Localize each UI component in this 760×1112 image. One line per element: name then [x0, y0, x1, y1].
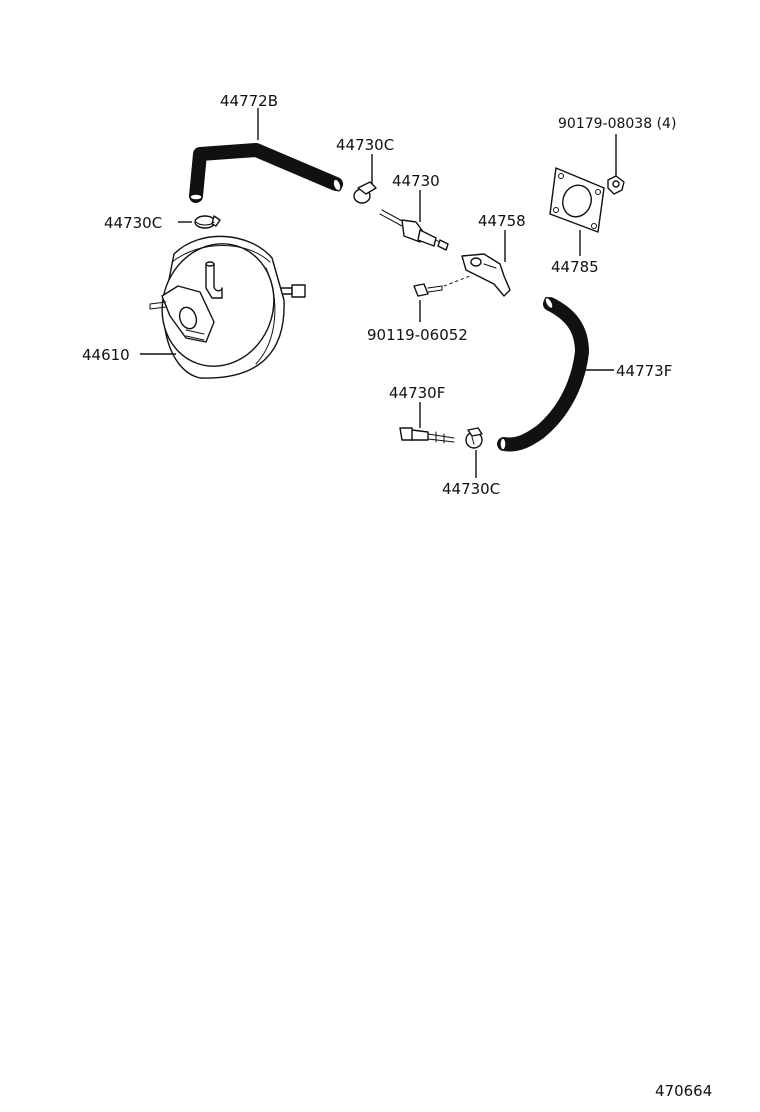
label-nut: 90179-08038 (4): [558, 116, 676, 132]
brake-booster-drawing: [149, 235, 306, 379]
union-drawing: [399, 427, 455, 444]
label-bracket: 44758: [478, 212, 526, 230]
label-booster: 44610: [82, 346, 130, 364]
label-check-valve: 44730: [392, 172, 440, 190]
hose-upper-drawing: [189, 143, 343, 203]
label-clamp-upper-right: 44730C: [336, 136, 394, 154]
bolt-drawing: [413, 275, 471, 297]
clamp-upper-right-drawing: [353, 181, 377, 204]
label-clamp-left: 44730C: [104, 214, 162, 232]
clamp-left-drawing: [194, 215, 221, 229]
label-hose-upper: 44772B: [220, 92, 278, 110]
figure-number: 470664: [655, 1082, 712, 1100]
label-bolt: 90119-06052: [367, 326, 468, 344]
nut-drawing: [607, 175, 625, 195]
bracket-drawing: [461, 253, 511, 297]
label-gasket: 44785: [551, 258, 599, 276]
clamp-lower-drawing: [465, 427, 483, 449]
gasket-drawing: [549, 167, 605, 233]
label-clamp-lower: 44730C: [442, 480, 500, 498]
label-hose-lower: 44773F: [616, 362, 672, 380]
hose-lower-drawing: [497, 296, 589, 452]
check-valve-drawing: [379, 209, 449, 251]
label-union: 44730F: [389, 384, 445, 402]
leader-lines: [140, 108, 617, 478]
